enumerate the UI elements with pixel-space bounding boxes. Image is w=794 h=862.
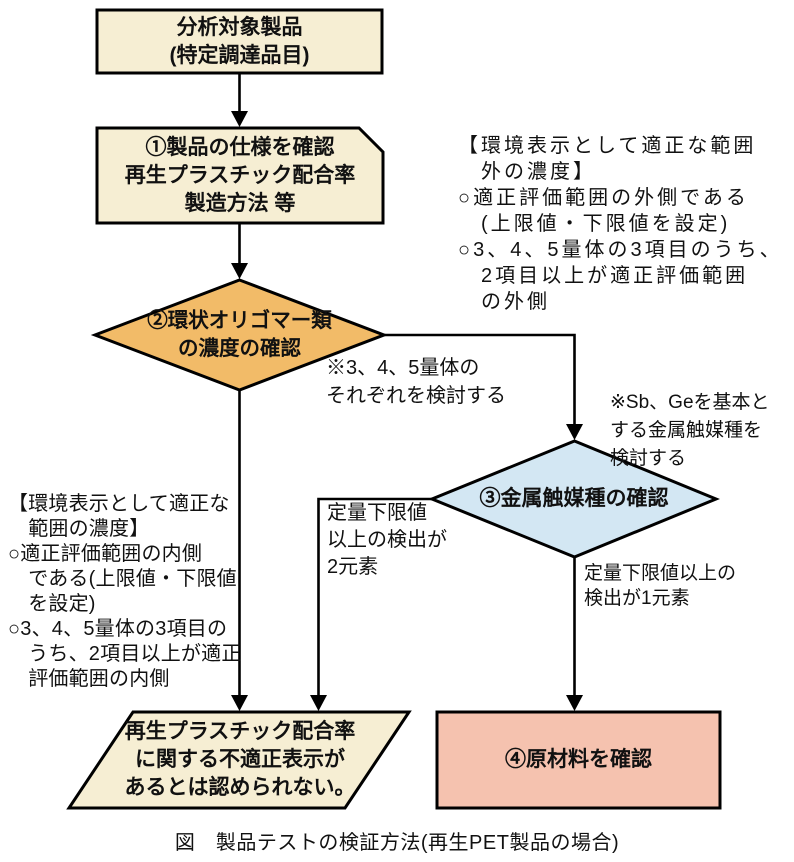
spec-check-label: ①製品の仕様を確認 再生プラスチック配合率 製造方法 等 xyxy=(124,135,356,215)
no-improper-result-label: 再生プラスチック配合率 に関する不適正表示が あるとは認められない。 xyxy=(124,720,356,799)
connector-catalyst-to-result xyxy=(317,497,432,697)
out-of-range-note: 【環境表示として適正な範囲 外の濃度】 ○適正評価範囲の外側である (上限値・下… xyxy=(458,135,783,313)
connector-lines xyxy=(238,73,576,697)
connector-oligomer-to-catalyst xyxy=(384,333,576,426)
oligomer-decision-diamond xyxy=(90,278,389,392)
arrowhead-into-spec xyxy=(231,111,248,127)
source-product-box xyxy=(95,8,384,75)
oligomer-decision-label: ②環状オリゴマー類 の濃度の確認 xyxy=(147,309,332,360)
arrowheads xyxy=(231,111,583,711)
source-product-label: 分析対象製品 (特定調達品目) xyxy=(169,15,310,67)
catalyst-method-note: ※Sb、Geを基本と する金属触媒種を 検討する xyxy=(610,392,770,469)
in-range-note: 【環境表示として適正な 範囲の濃度】 ○適正評価範囲の内側 である(上限値・下限… xyxy=(8,493,242,690)
arrowhead-into-result-right xyxy=(310,695,327,711)
catalyst-decision-label: ③金属触媒種の確認 xyxy=(479,487,669,510)
oligomer-method-note: ※3、4、5量体の それぞれを検討する xyxy=(326,357,506,407)
arrowhead-into-oligomer xyxy=(231,263,248,279)
raw-material-box xyxy=(435,710,722,810)
one-element-label: 定量下限値以上の 検出が1元素 xyxy=(584,563,737,609)
catalyst-decision-diamond xyxy=(428,439,720,559)
two-elements-label: 定量下限値 以上の検出が 2元素 xyxy=(327,502,447,578)
raw-material-label: ④原材料を確認 xyxy=(505,748,652,771)
arrowhead-into-catalyst xyxy=(566,424,583,440)
result-parallelogram xyxy=(66,710,412,810)
arrowhead-into-result-left xyxy=(231,695,248,711)
figure-caption: 図 製品テストの検証方法(再生PET製品の場合) xyxy=(174,832,620,854)
spec-check-box xyxy=(95,126,385,225)
arrowhead-into-rawmaterial xyxy=(566,695,583,711)
